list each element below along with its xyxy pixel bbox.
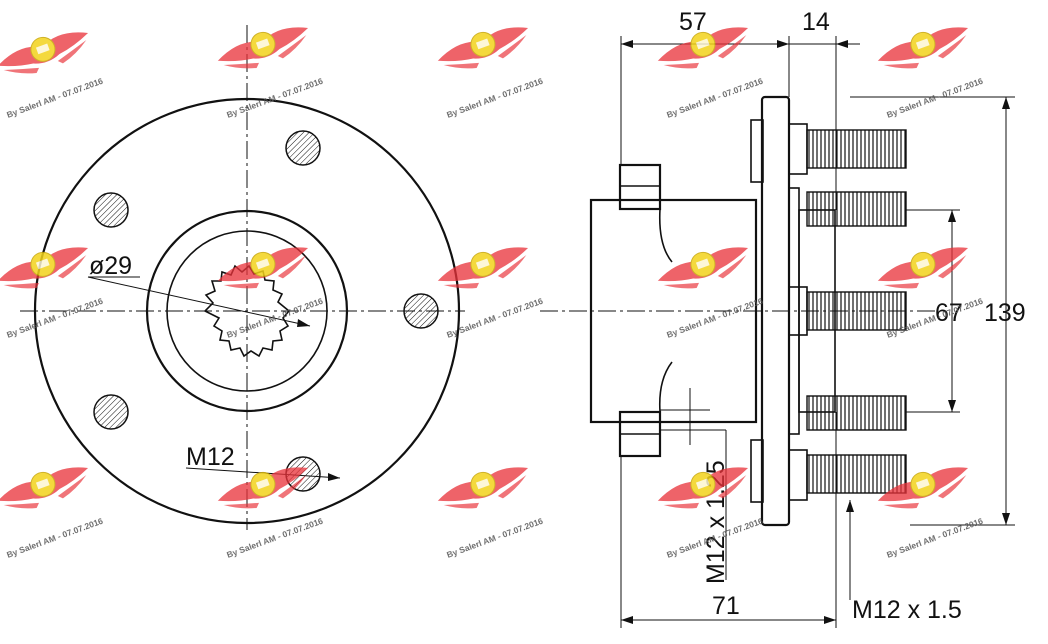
mount-ear-top [618, 163, 662, 211]
dim-67-arrow-bottom [948, 400, 956, 412]
side-view: 57 14 139 67 71 M12 x 1.25 M12 x 1.5 [540, 8, 1026, 628]
front-view: ø29 M12 [20, 25, 465, 530]
dim-67-label: 67 [935, 299, 963, 327]
watermark-text: By Salerl AM - 07.07.2016 [5, 516, 104, 560]
watermark-text: By Salerl AM - 07.07.2016 [225, 76, 324, 120]
stud-2 [806, 191, 907, 227]
dim-71-arrow-right [824, 616, 836, 624]
watermark-logo [873, 236, 976, 301]
body-curve-top [658, 208, 673, 263]
watermark-text: By Salerl AM - 07.07.2016 [445, 76, 544, 120]
diameter-label: ø29 [89, 252, 132, 280]
stud-1 [806, 129, 907, 169]
flange-boss-2 [750, 439, 764, 503]
dim-139-label: 139 [984, 299, 1026, 327]
bolt-hole-3 [403, 293, 439, 329]
watermark-text: By Salerl AM - 07.07.2016 [5, 296, 104, 340]
dim-57-label: 57 [679, 8, 707, 36]
watermark-logo [433, 456, 536, 521]
watermark-text: By Salerl AM - 07.07.2016 [885, 76, 984, 120]
watermark-text: By Salerl AM - 07.07.2016 [445, 296, 544, 340]
stud-4 [806, 395, 907, 431]
stud-3 [806, 291, 907, 331]
dim-71-label: 71 [712, 592, 740, 620]
outer-flange-circle [33, 97, 461, 525]
watermark-text: By Salerl AM - 07.07.2016 [885, 516, 984, 560]
dim-14-arrow [836, 40, 848, 48]
watermark-logo [653, 236, 756, 301]
m12-arrow [328, 473, 340, 481]
thread-main-label: M12 x 1.5 [852, 596, 962, 624]
bolt-hole-2 [93, 192, 129, 228]
watermark-logo [0, 236, 96, 301]
hub-body [589, 198, 758, 424]
dim-139-arrow-bottom [1002, 513, 1010, 525]
hub-inner-circle [166, 230, 328, 392]
watermark-logo [0, 21, 96, 86]
body-curve-bottom [658, 361, 673, 413]
watermark-text: By Salerl AM - 07.07.2016 [665, 296, 764, 340]
watermark-logo [433, 16, 536, 81]
watermark-logo [213, 16, 316, 81]
stud-1-head [788, 123, 808, 175]
wheel-studs [788, 123, 907, 501]
dim-14-label: 14 [802, 8, 830, 36]
watermark-text: By Salerl AM - 07.07.2016 [445, 516, 544, 560]
stud-5-head [788, 449, 808, 501]
hub-outer-circle [145, 209, 349, 413]
dim-67-arrow-top [948, 210, 956, 222]
watermark-logo [0, 456, 96, 521]
diameter-arrow [297, 319, 310, 327]
flange-boss-1 [750, 119, 764, 183]
m12-label: M12 [186, 443, 235, 471]
dim-57-arrow-right [777, 40, 789, 48]
watermark-text: By Salerl AM - 07.07.2016 [225, 296, 324, 340]
diameter-leader [87, 276, 311, 327]
bolt-holes [93, 130, 439, 492]
bolt-hole-4 [93, 394, 129, 430]
watermark-text: By Salerl AM - 07.07.2016 [5, 76, 104, 120]
watermark-logo [213, 236, 316, 301]
dim-57-arrow-left [621, 40, 633, 48]
watermark-text: By Salerl AM - 07.07.2016 [665, 76, 764, 120]
dim-139-arrow-top [1002, 97, 1010, 109]
m1215-arrow [846, 500, 854, 512]
dim-71-arrow-left [621, 616, 633, 624]
stud-5 [806, 454, 907, 494]
watermark-logo [873, 16, 976, 81]
bolt-hole-1 [285, 130, 321, 166]
